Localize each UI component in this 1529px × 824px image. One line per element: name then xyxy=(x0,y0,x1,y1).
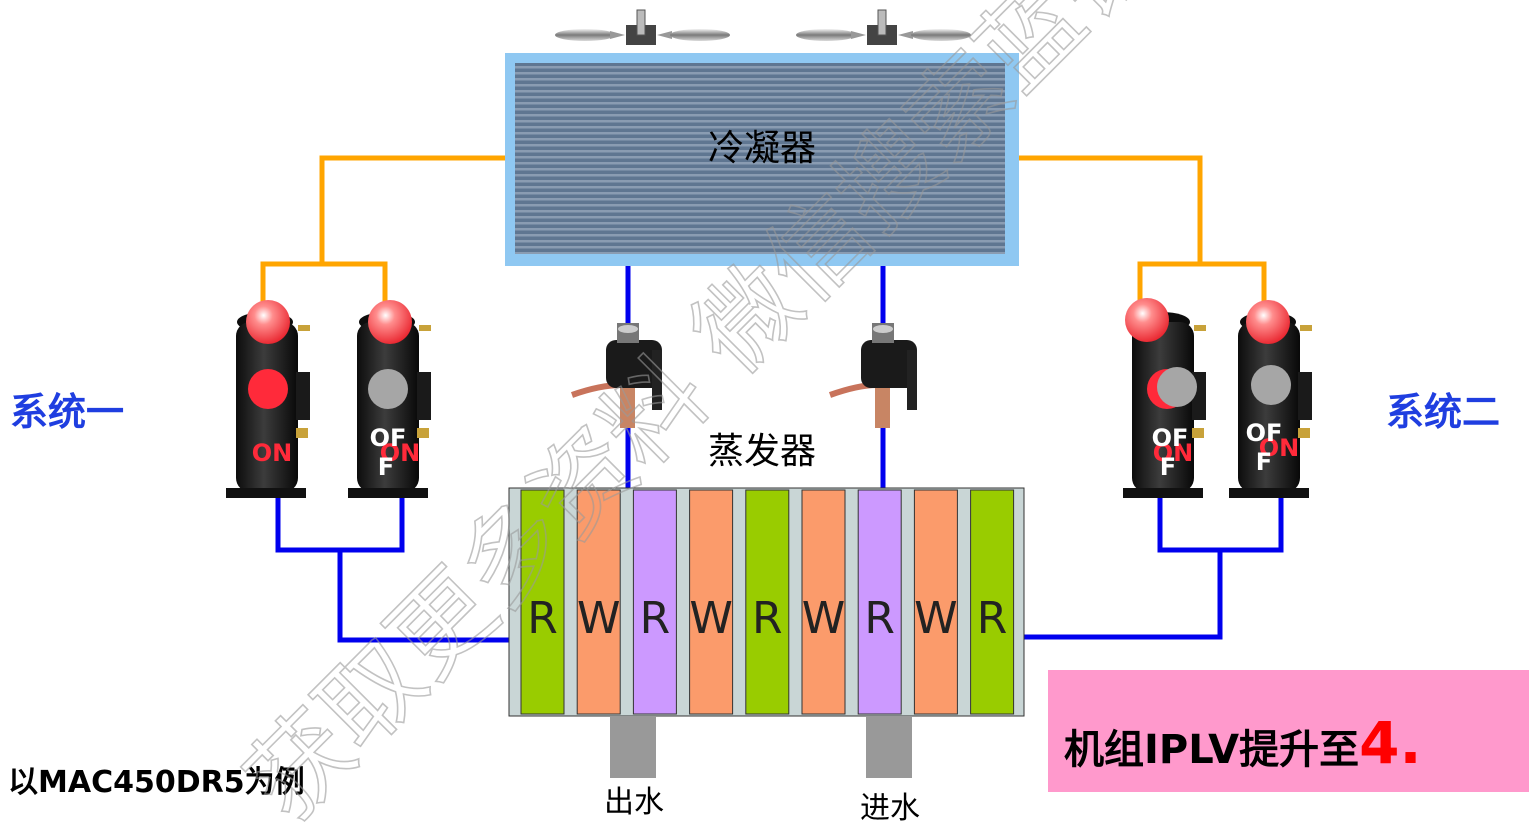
iplv-text: 机组IPLV提升至 xyxy=(1064,727,1359,773)
system-two-compressor-a-status: OF xyxy=(1152,424,1189,452)
evaporator-plate-body xyxy=(520,489,565,715)
system-one-compressor-a: ON xyxy=(226,300,310,498)
system-two-compressor-b-status-cont: F xyxy=(1256,448,1272,476)
evaporator-plate: W xyxy=(576,489,621,715)
iplv-callout-text: 机组IPLV提升至4. xyxy=(1064,709,1422,777)
system-two-compressor-a-status-light xyxy=(1157,367,1197,407)
evaporator-plate-body xyxy=(913,489,958,715)
evaporator-plate-letter: W xyxy=(689,593,733,644)
liquid-suction-pipes xyxy=(275,263,1284,643)
system-one-compressor-b: ON OF F xyxy=(348,300,431,498)
system-two-compressor-b-status-behind: ON xyxy=(1259,434,1300,462)
discharge-pipes xyxy=(260,155,1267,305)
evaporator-plate-letter: W xyxy=(802,593,846,644)
condenser-label: 冷凝器 xyxy=(708,128,816,169)
evaporator-plate-body xyxy=(970,489,1015,715)
system-two-compressor-a-status-behind: ON xyxy=(1153,439,1194,467)
system-two-compressor-b-status: OF xyxy=(1246,419,1283,447)
water-outlet-pipe xyxy=(610,716,656,778)
evaporator-plate-body xyxy=(689,489,734,715)
evaporator-plate-body xyxy=(745,489,790,715)
system-two-compressor-b-status-light xyxy=(1251,365,1291,405)
system-one-compressor-a-dome-light xyxy=(246,300,290,344)
evaporator-plate-letter: R xyxy=(864,593,895,644)
system-two-compressor-b-dome-light xyxy=(1246,300,1290,344)
evaporator-plate-letter: R xyxy=(640,593,671,644)
evaporator-plate: W xyxy=(801,489,846,715)
system-two-compressor-a: ON OF F xyxy=(1123,298,1206,498)
evaporator-plate: R xyxy=(632,489,677,715)
example-note: 以MAC450DR5为例 xyxy=(8,765,305,800)
system-two-compressor-b: ON OF F xyxy=(1229,300,1312,498)
expansion-valve-right xyxy=(828,323,917,428)
system-two-label: 系统二 xyxy=(1386,390,1500,434)
iplv-value: 4. xyxy=(1359,709,1421,777)
evaporator-plate-letter: R xyxy=(752,593,783,644)
evaporator-plate-body xyxy=(857,489,902,715)
evaporator-plate: R xyxy=(520,489,565,715)
condenser-fan-right xyxy=(796,9,971,45)
condenser: 冷凝器 xyxy=(505,53,1019,266)
evaporator-plate-body xyxy=(632,489,677,715)
evaporator-plate: R xyxy=(970,489,1015,715)
evaporator-plate: W xyxy=(913,489,958,715)
water-inlet-pipe xyxy=(866,716,912,778)
system-one-label: 系统一 xyxy=(10,390,124,434)
system-one-compressor-b-status: OF xyxy=(370,424,407,452)
system-one-compressor-b-status-cont: F xyxy=(378,453,394,481)
evaporator-plate-body xyxy=(801,489,846,715)
water-inlet-label: 进水 xyxy=(860,791,920,824)
system-one-compressor-b-status-light xyxy=(368,369,408,409)
evaporator-plate-body xyxy=(576,489,621,715)
expansion-valve-left xyxy=(570,323,662,428)
system-one-compressor-a-status: ON xyxy=(252,439,293,467)
iplv-callout: 机组IPLV提升至4. xyxy=(1048,670,1529,792)
condenser-fan-left xyxy=(555,9,730,45)
evaporator-plate-letter: R xyxy=(527,593,558,644)
evaporator-plate: W xyxy=(689,489,734,715)
evaporator-plate-letter: W xyxy=(577,593,621,644)
system-one-compressor-b-status-behind: ON xyxy=(380,439,421,467)
evaporator-plate-letter: R xyxy=(977,593,1008,644)
system-one-compressor-a-status-light xyxy=(248,369,288,409)
evaporator-plate: R xyxy=(857,489,902,715)
evaporator-label: 蒸发器 xyxy=(708,431,816,472)
evaporator-plate: R xyxy=(745,489,790,715)
system-one-compressor-b-dome-light xyxy=(368,300,412,344)
evaporator-plate-letter: W xyxy=(914,593,958,644)
water-outlet-label: 出水 xyxy=(604,785,664,820)
system-two-compressor-a-dome-light xyxy=(1125,298,1169,342)
system-two-compressor-a-status-cont: F xyxy=(1160,453,1176,481)
